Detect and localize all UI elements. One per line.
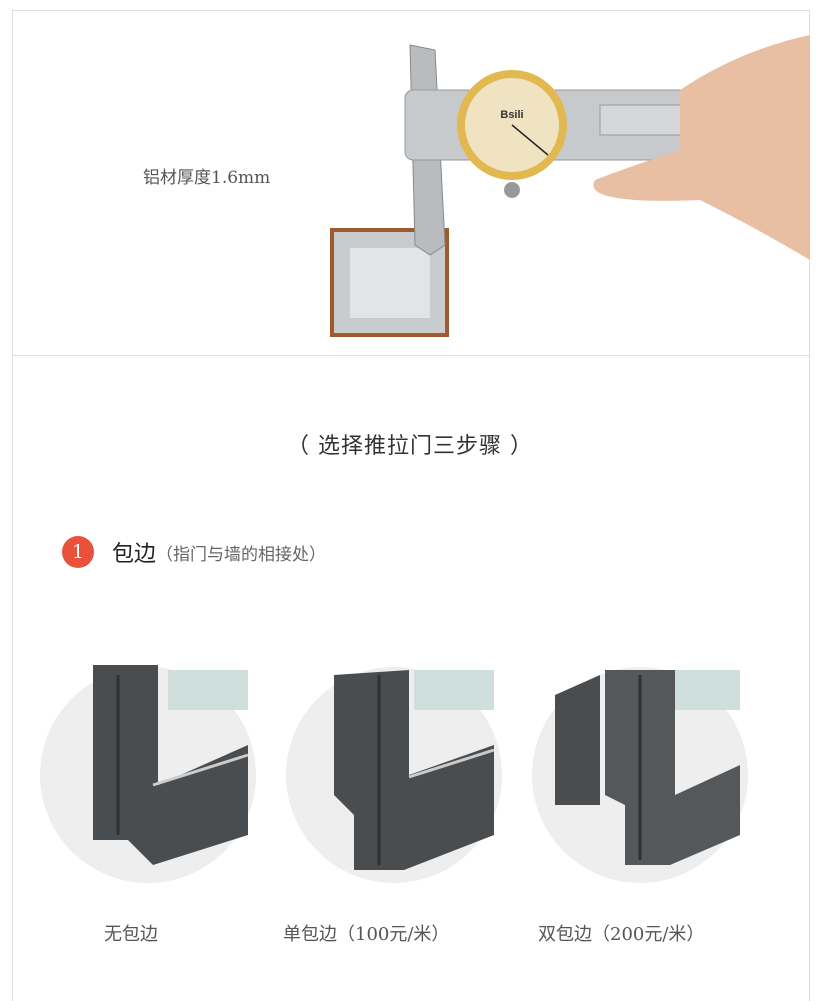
option-image-single-trim bbox=[286, 667, 502, 883]
option-label-double-trim: 双包边（200元/米） bbox=[538, 924, 705, 945]
step-note: （指门与墙的相接处） bbox=[156, 544, 327, 565]
page-frame bbox=[12, 10, 810, 1001]
option-label-no-trim: 无包边 bbox=[104, 924, 158, 945]
thickness-caption: 铝材厚度1.6mm bbox=[143, 168, 271, 188]
caliper-photo: Bsili bbox=[330, 35, 810, 337]
step-label: 包边 bbox=[112, 542, 157, 567]
step-1-heading: 1 包边 （指门与墙的相接处） bbox=[62, 536, 326, 568]
option-label-single-trim: 单包边（100元/米） bbox=[283, 924, 450, 945]
option-image-double-trim bbox=[532, 667, 748, 883]
section-divider bbox=[12, 355, 809, 356]
step-number-badge: 1 bbox=[62, 536, 94, 568]
caliper-brand: Bsili bbox=[500, 109, 523, 121]
steps-title: （ 选择推拉门三步骤 ） bbox=[287, 434, 533, 459]
option-image-no-trim bbox=[40, 665, 256, 883]
